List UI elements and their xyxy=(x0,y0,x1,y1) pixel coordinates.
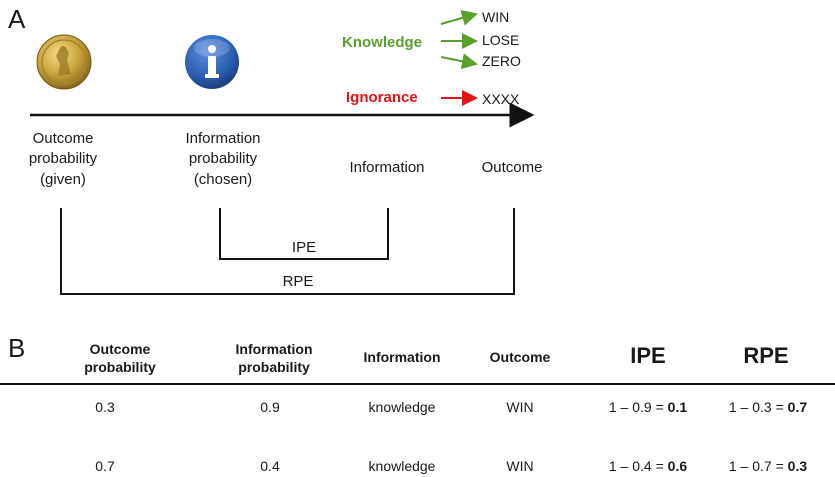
knowledge-label: Knowledge xyxy=(342,34,423,51)
header-ipe: IPE xyxy=(630,343,666,368)
outcome-lose-label: LOSE xyxy=(482,32,520,48)
ignorance-label: Ignorance xyxy=(346,89,418,106)
row1-ipe: 1 – 0.9 = 0.1 xyxy=(588,399,708,415)
rpe-bracket xyxy=(60,208,515,295)
row2-ipe-value: 0.6 xyxy=(667,458,688,474)
ipe-bracket xyxy=(219,208,389,260)
ipe-bracket-label: IPE xyxy=(291,239,317,256)
header-information-probability: Information probability xyxy=(235,341,313,376)
information-icon xyxy=(184,34,240,90)
outcome-zero-label: ZERO xyxy=(482,53,521,69)
row1-rpe: 1 – 0.3 = 0.7 xyxy=(708,399,828,415)
header-outcome: Outcome xyxy=(489,349,551,365)
coin-icon xyxy=(36,34,92,90)
row2-ipe: 1 – 0.4 = 0.6 xyxy=(588,458,708,474)
row1-outcome: WIN xyxy=(506,399,534,415)
row1-information-probability: 0.9 xyxy=(260,399,280,415)
knowledge-arrow-zero xyxy=(440,53,478,70)
row2-information-probability: 0.4 xyxy=(260,458,280,474)
outcome-win-label: WIN xyxy=(482,9,510,25)
header-rpe: RPE xyxy=(743,343,789,368)
row1-ipe-value: 0.1 xyxy=(667,399,688,415)
timeline-label-information-probability: Information probability (chosen) xyxy=(185,130,261,188)
timeline-label-outcome-probability: Outcome probability (given) xyxy=(28,130,98,188)
row2-outcome-probability: 0.7 xyxy=(95,458,115,474)
header-outcome-probability: Outcome probability xyxy=(84,341,156,376)
row1-rpe-value: 0.7 xyxy=(787,399,808,415)
knowledge-arrow-win xyxy=(440,10,478,26)
row1-ipe-expr: 1 – 0.9 = xyxy=(608,399,668,415)
row2-ipe-expr: 1 – 0.4 = xyxy=(608,458,668,474)
row1-rpe-expr: 1 – 0.3 = xyxy=(728,399,788,415)
row2-rpe-value: 0.3 xyxy=(787,458,808,474)
panel-a-letter: A xyxy=(8,4,26,34)
row2-rpe: 1 – 0.7 = 0.3 xyxy=(708,458,828,474)
row1-information: knowledge xyxy=(368,399,436,415)
timeline-label-information: Information xyxy=(349,159,425,176)
rpe-bracket-label: RPE xyxy=(282,273,314,290)
timeline-label-outcome: Outcome xyxy=(481,159,543,176)
header-information: Information xyxy=(363,349,441,365)
row2-outcome: WIN xyxy=(506,458,534,474)
row1-outcome-probability: 0.3 xyxy=(95,399,115,415)
panel-b-letter: B xyxy=(8,333,26,363)
row2-information: knowledge xyxy=(368,458,436,474)
row2-rpe-expr: 1 – 0.7 = xyxy=(728,458,788,474)
